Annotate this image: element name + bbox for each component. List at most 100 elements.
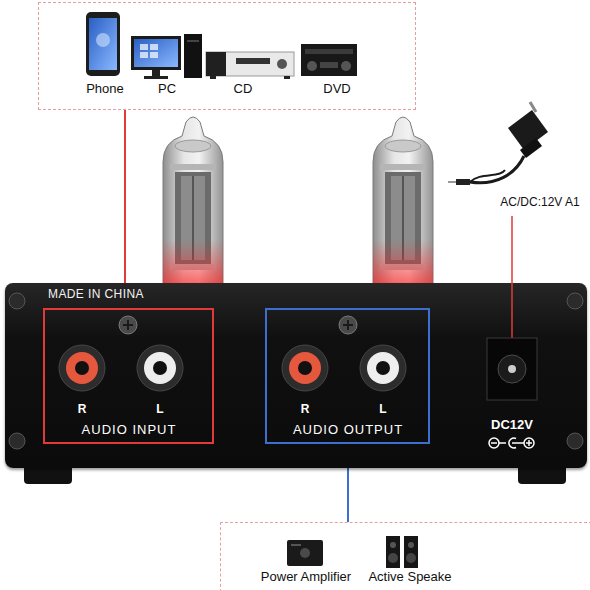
power-adapter (470, 156, 524, 183)
power-amplifier-icon (287, 540, 323, 566)
rca-jack (289, 352, 321, 384)
dvd-icon (305, 49, 353, 54)
power-adapter (530, 102, 536, 112)
panel-screw (339, 316, 357, 334)
node-label: Active Speake (368, 570, 451, 585)
cd-player-icon (210, 76, 216, 79)
rear-panel: MADE IN CHINA DC12V R L AUDIO INPUT R L AUDIO O… (5, 283, 587, 468)
power-adapter (470, 170, 505, 182)
source-devices-box: Phone PC CD DVD (38, 2, 416, 110)
vacuum-tube (163, 117, 223, 296)
polarity-symbol (489, 438, 499, 448)
phone-icon (89, 18, 117, 70)
panel-screw (567, 293, 583, 309)
cd-player-icon (277, 59, 287, 69)
panel-screw (119, 316, 137, 334)
speaker-icon (390, 542, 396, 548)
node-label: Phone (86, 82, 124, 97)
power-adapter (448, 181, 456, 183)
pc-icon (150, 44, 158, 50)
pc-icon (187, 40, 199, 42)
node-label: AUDIO OUTPUT (293, 423, 403, 438)
audio-input-box: R L AUDIO INPUT (43, 308, 214, 444)
panel-illustration (5, 283, 587, 468)
node-label: AUDIO INPUT (82, 423, 177, 438)
speaker-icon (386, 536, 400, 568)
dvd-icon (341, 61, 351, 71)
dvd-icon (307, 61, 317, 71)
dc-jack (498, 355, 526, 383)
rca-jack (367, 352, 399, 384)
audio-output-box: R L AUDIO OUTPUT (265, 308, 430, 444)
phone-icon (86, 12, 120, 76)
rca-jack (59, 345, 105, 391)
rca-jack (153, 361, 167, 375)
cd-player-icon (284, 76, 290, 79)
panel-screw (123, 320, 133, 330)
speaker-icon (388, 553, 398, 563)
output-devices-box: Power AmplifierActive Speake (220, 522, 590, 590)
phone-icon (86, 12, 120, 76)
node-label: L (379, 403, 386, 417)
rca-jack (282, 345, 328, 391)
polarity-symbol (512, 442, 524, 444)
panel-screw (343, 320, 353, 330)
speaker-icon (408, 542, 414, 548)
node-label: CD (234, 82, 253, 97)
power-adapter (456, 179, 470, 185)
pc-icon (184, 34, 202, 78)
power-amplifier-icon (287, 540, 323, 566)
dc-jack (487, 338, 537, 400)
cd-player-icon (206, 52, 226, 76)
signal-line (124, 110, 126, 308)
dvd-icon (301, 44, 357, 76)
power-adapter (520, 138, 542, 158)
polarity-symbol (524, 438, 534, 448)
leader-line (511, 283, 513, 338)
node-label: DC12V (491, 418, 533, 433)
pc-icon (131, 36, 181, 70)
panel-screw (9, 293, 583, 449)
panel-screw (9, 433, 25, 449)
cd-player-icon (236, 58, 270, 64)
power-amplifier-icon (300, 548, 310, 558)
rca-jack (298, 361, 312, 375)
polarity-symbol (528, 440, 530, 446)
caption-label: AC/DC:12V A1 (500, 196, 579, 210)
rca-jack (376, 361, 390, 375)
pc-icon (140, 52, 148, 58)
cd-player-icon (206, 52, 294, 76)
panel-screw (567, 433, 583, 449)
speaker-icon (404, 536, 418, 568)
speaker-icon (406, 553, 416, 563)
pc-icon (140, 44, 148, 50)
dvd-icon (301, 44, 357, 76)
dc-jack (487, 338, 537, 400)
rca-jack (144, 352, 176, 384)
dc-jack (508, 365, 516, 373)
node-label: L (156, 403, 163, 417)
rca-jack (59, 345, 406, 391)
node-label: MADE IN CHINA (48, 288, 144, 302)
cd-player-icon (206, 52, 294, 79)
pc-icon (144, 76, 168, 79)
polarity-symbol (489, 438, 534, 448)
polarity-symbol (491, 442, 497, 444)
pc-icon (134, 39, 178, 67)
panel-screw (9, 293, 25, 309)
rca-jack (360, 345, 406, 391)
node-label: DVD (323, 82, 350, 97)
power-amplifier-icon (291, 544, 301, 546)
node-label: R (301, 403, 310, 417)
pc-icon (150, 52, 158, 58)
node-label: R (78, 403, 87, 417)
dvd-icon (320, 62, 338, 68)
rca-jack (66, 352, 98, 384)
rca-jack (137, 345, 183, 391)
speaker-icon (386, 536, 418, 568)
phone-icon (96, 33, 110, 47)
node-label: PC (158, 82, 176, 97)
polarity-symbol (499, 442, 506, 444)
vacuum-tube (373, 117, 433, 296)
